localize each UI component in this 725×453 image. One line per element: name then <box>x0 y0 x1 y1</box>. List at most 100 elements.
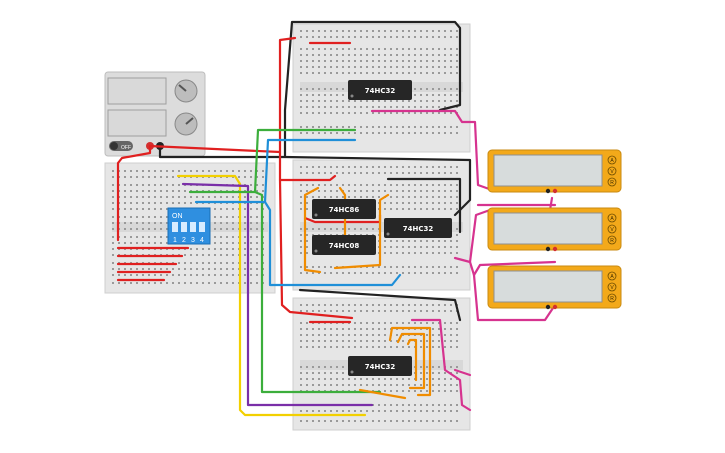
breadboard-hole[interactable] <box>342 36 344 38</box>
breadboard-hole[interactable] <box>408 404 410 406</box>
breadboard-hole[interactable] <box>432 60 434 62</box>
breadboard-hole[interactable] <box>306 328 308 330</box>
breadboard-hole[interactable] <box>378 266 380 268</box>
breadboard-hole[interactable] <box>342 88 344 90</box>
breadboard-hole[interactable] <box>312 132 314 134</box>
breadboard-hole[interactable] <box>432 132 434 134</box>
breadboard-hole[interactable] <box>312 340 314 342</box>
breadboard-hole[interactable] <box>306 184 308 186</box>
breadboard-hole[interactable] <box>112 262 114 264</box>
breadboard-hole[interactable] <box>396 54 398 56</box>
breadboard-hole[interactable] <box>342 310 344 312</box>
breadboard-hole[interactable] <box>354 334 356 336</box>
breadboard-hole[interactable] <box>390 246 392 248</box>
breadboard-hole[interactable] <box>444 384 446 386</box>
breadboard-hole[interactable] <box>130 268 132 270</box>
breadboard-hole[interactable] <box>166 190 168 192</box>
breadboard-hole[interactable] <box>396 208 398 210</box>
breadboard-hole[interactable] <box>318 48 320 50</box>
breadboard-hole[interactable] <box>444 420 446 422</box>
breadboard-hole[interactable] <box>378 30 380 32</box>
breadboard-hole[interactable] <box>342 54 344 56</box>
breadboard-hole[interactable] <box>354 304 356 306</box>
breadboard-hole[interactable] <box>456 172 458 174</box>
breadboard-hole[interactable] <box>372 126 374 128</box>
breadboard-hole[interactable] <box>372 266 374 268</box>
breadboard-hole[interactable] <box>432 240 434 242</box>
breadboard-hole[interactable] <box>420 60 422 62</box>
breadboard-hole[interactable] <box>220 242 222 244</box>
breadboard-hole[interactable] <box>318 228 320 230</box>
breadboard-hole[interactable] <box>408 72 410 74</box>
breadboard-hole[interactable] <box>300 88 302 90</box>
breadboard-hole[interactable] <box>300 310 302 312</box>
breadboard-hole[interactable] <box>414 100 416 102</box>
breadboard-hole[interactable] <box>130 208 132 210</box>
breadboard-hole[interactable] <box>142 170 144 172</box>
breadboard-hole[interactable] <box>148 170 150 172</box>
breadboard-hole[interactable] <box>444 202 446 204</box>
breadboard-hole[interactable] <box>432 404 434 406</box>
breadboard-hole[interactable] <box>300 72 302 74</box>
breadboard-hole[interactable] <box>300 410 302 412</box>
breadboard-hole[interactable] <box>250 222 252 224</box>
breadboard-hole[interactable] <box>426 334 428 336</box>
breadboard-hole[interactable] <box>342 378 344 380</box>
breadboard-hole[interactable] <box>306 190 308 192</box>
breadboard-hole[interactable] <box>244 274 246 276</box>
breadboard-hole[interactable] <box>142 282 144 284</box>
breadboard-hole[interactable] <box>408 184 410 186</box>
breadboard-hole[interactable] <box>408 60 410 62</box>
breadboard-hole[interactable] <box>300 252 302 254</box>
breadboard-hole[interactable] <box>330 72 332 74</box>
breadboard-hole[interactable] <box>300 366 302 368</box>
breadboard-hole[interactable] <box>456 100 458 102</box>
breadboard-hole[interactable] <box>196 262 198 264</box>
breadboard-hole[interactable] <box>348 72 350 74</box>
breadboard-hole[interactable] <box>312 228 314 230</box>
breadboard-hole[interactable] <box>450 334 452 336</box>
breadboard-hole[interactable] <box>390 240 392 242</box>
breadboard-hole[interactable] <box>438 202 440 204</box>
breadboard-hole[interactable] <box>306 166 308 168</box>
breadboard-hole[interactable] <box>432 36 434 38</box>
breadboard-hole[interactable] <box>262 170 264 172</box>
breadboard-hole[interactable] <box>390 384 392 386</box>
breadboard-hole[interactable] <box>366 30 368 32</box>
breadboard-hole[interactable] <box>324 60 326 62</box>
breadboard-hole[interactable] <box>244 254 246 256</box>
breadboard-hole[interactable] <box>414 132 416 134</box>
chip-74hc08[interactable]: 74HC08 <box>312 235 376 255</box>
breadboard-hole[interactable] <box>312 272 314 274</box>
breadboard-hole[interactable] <box>348 340 350 342</box>
breadboard-hole[interactable] <box>354 346 356 348</box>
breadboard-hole[interactable] <box>378 132 380 134</box>
breadboard-hole[interactable] <box>330 266 332 268</box>
breadboard-hole[interactable] <box>324 48 326 50</box>
breadboard-hole[interactable] <box>306 36 308 38</box>
breadboard-hole[interactable] <box>324 346 326 348</box>
breadboard-hole[interactable] <box>426 30 428 32</box>
breadboard-hole[interactable] <box>318 166 320 168</box>
breadboard-hole[interactable] <box>420 310 422 312</box>
breadboard-hole[interactable] <box>184 196 186 198</box>
breadboard-hole[interactable] <box>300 166 302 168</box>
breadboard-hole[interactable] <box>456 184 458 186</box>
breadboard-hole[interactable] <box>312 106 314 108</box>
breadboard-hole[interactable] <box>342 30 344 32</box>
breadboard-hole[interactable] <box>390 266 392 268</box>
breadboard-hole[interactable] <box>438 196 440 198</box>
breadboard-hole[interactable] <box>166 170 168 172</box>
breadboard-hole[interactable] <box>450 36 452 38</box>
breadboard-hole[interactable] <box>384 166 386 168</box>
breadboard-hole[interactable] <box>438 48 440 50</box>
breadboard-hole[interactable] <box>444 100 446 102</box>
breadboard-hole[interactable] <box>360 328 362 330</box>
breadboard-hole[interactable] <box>384 240 386 242</box>
breadboard-hole[interactable] <box>312 410 314 412</box>
breadboard-hole[interactable] <box>336 112 338 114</box>
breadboard-hole[interactable] <box>232 170 234 172</box>
breadboard-hole[interactable] <box>450 208 452 210</box>
breadboard-hole[interactable] <box>226 262 228 264</box>
breadboard-hole[interactable] <box>378 420 380 422</box>
